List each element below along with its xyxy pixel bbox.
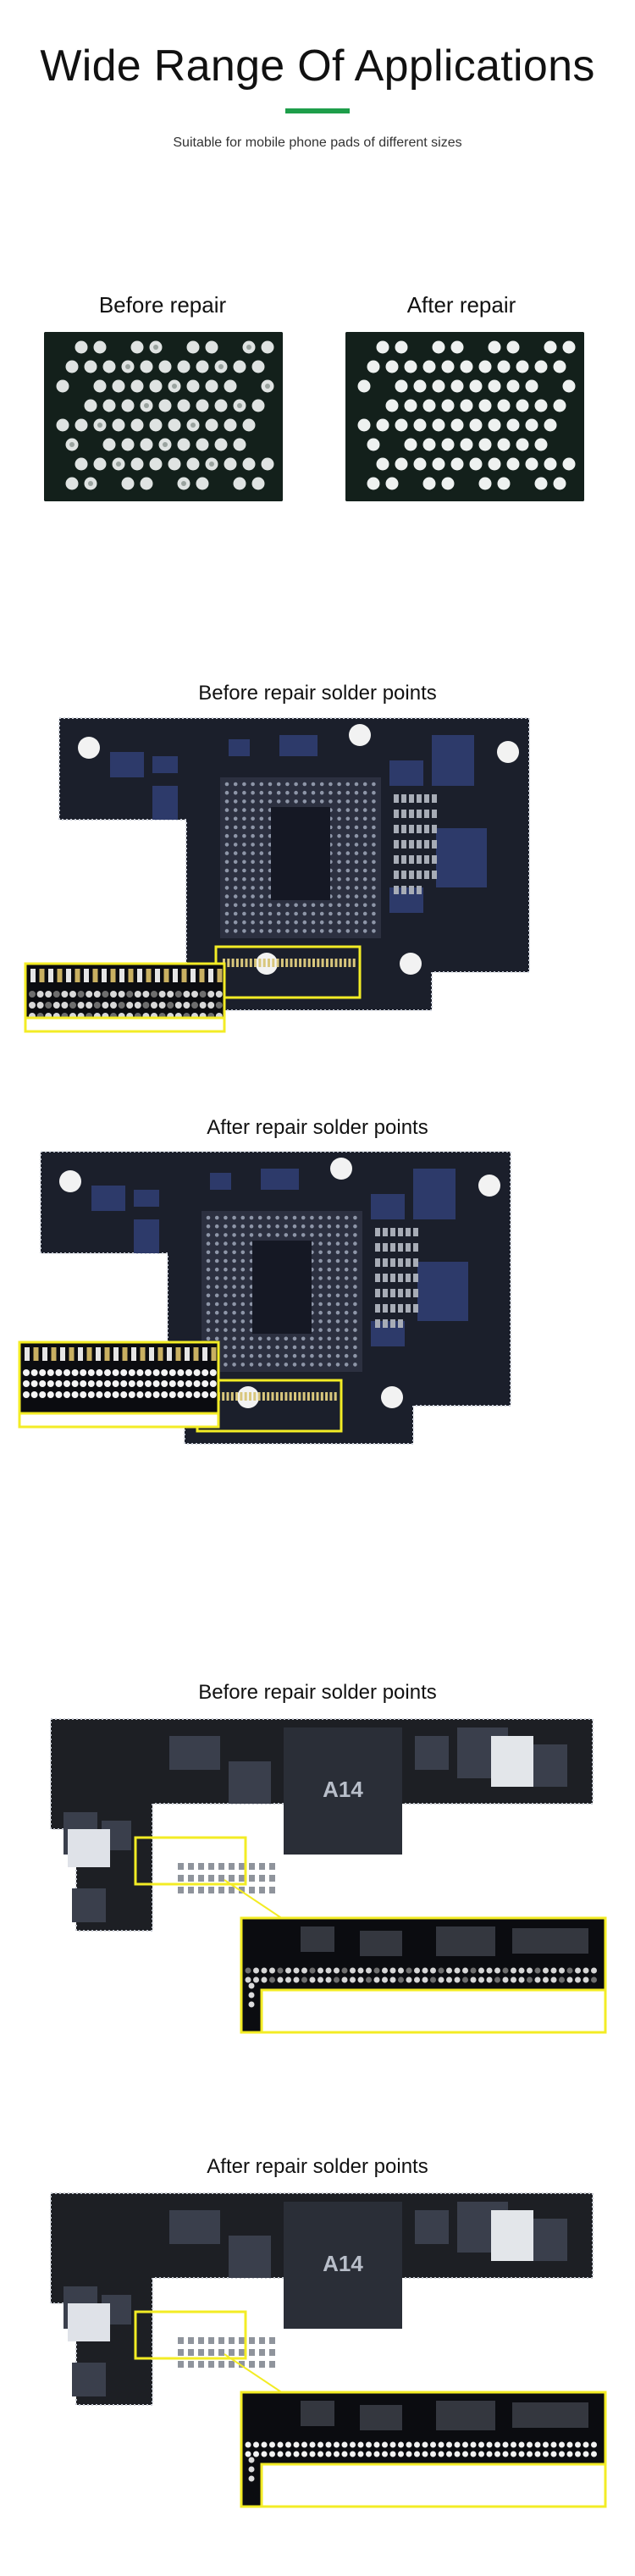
page-title: Wide Range Of Applications <box>40 41 595 91</box>
a14-chip-marking: A14 <box>323 2251 363 2276</box>
board-b-after-image: A14 <box>50 2192 610 2508</box>
board-b-before-image: A14 <box>50 1718 610 2034</box>
before-repair-pad-image <box>44 332 283 501</box>
section-3-label: Before repair solder points <box>198 1681 437 1704</box>
after-repair-pad-image <box>345 332 584 501</box>
board-a-before-image <box>24 717 542 1074</box>
a14-chip-marking: A14 <box>323 1777 363 1802</box>
section-4-label: After repair solder points <box>207 2155 428 2178</box>
section-2-label: After repair solder points <box>207 1116 428 1139</box>
page-subtitle: Suitable for mobile phone pads of differ… <box>173 135 462 150</box>
board-a-after-image <box>18 1151 540 1507</box>
after-repair-label: After repair <box>406 292 516 318</box>
section-1-label: Before repair solder points <box>198 682 437 705</box>
title-accent-bar <box>285 108 350 113</box>
before-repair-label: Before repair <box>98 292 227 318</box>
